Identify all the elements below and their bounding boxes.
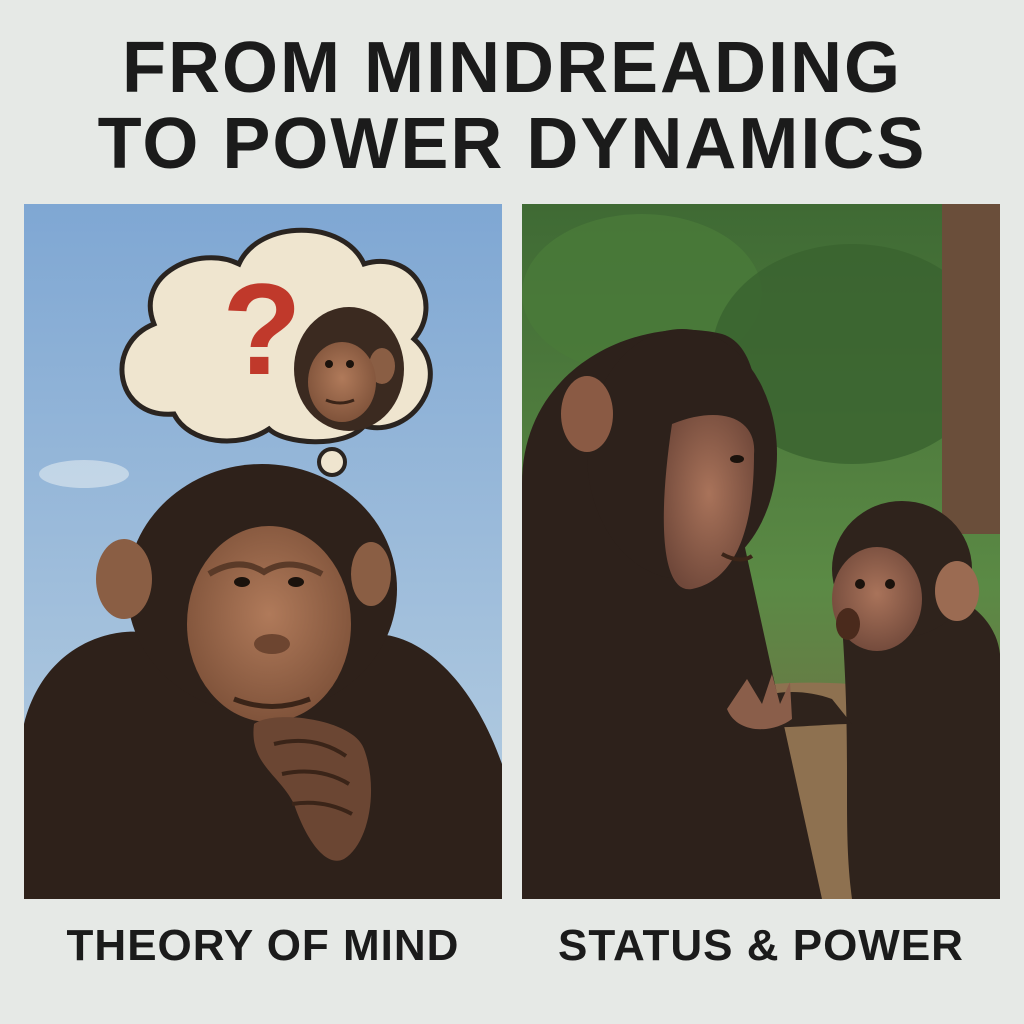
question-mark-icon: ? bbox=[222, 256, 301, 402]
status-power-caption: STATUS & POWER bbox=[558, 921, 964, 970]
young-chimp bbox=[727, 501, 1000, 899]
bubble-dot bbox=[317, 447, 347, 477]
tree-trunk bbox=[942, 204, 1000, 534]
thinking-chimp bbox=[24, 464, 502, 899]
small-chimp-in-bubble bbox=[294, 307, 404, 431]
title-line-1: FROM MINDREADING bbox=[122, 28, 902, 108]
two-chimps-illustration bbox=[522, 204, 1000, 899]
foliage bbox=[712, 244, 992, 464]
page-title: FROM MINDREADING TO POWER DYNAMICS bbox=[0, 30, 1024, 182]
theory-of-mind-caption: THEORY OF MIND bbox=[66, 921, 460, 970]
title-line-2: TO POWER DYNAMICS bbox=[97, 104, 927, 184]
theory-of-mind-panel: ? bbox=[24, 204, 502, 899]
adult-chimp bbox=[522, 329, 822, 899]
cloud bbox=[39, 460, 129, 488]
thinking-chimp-illustration: ? bbox=[24, 204, 502, 899]
status-power-panel bbox=[522, 204, 1000, 899]
